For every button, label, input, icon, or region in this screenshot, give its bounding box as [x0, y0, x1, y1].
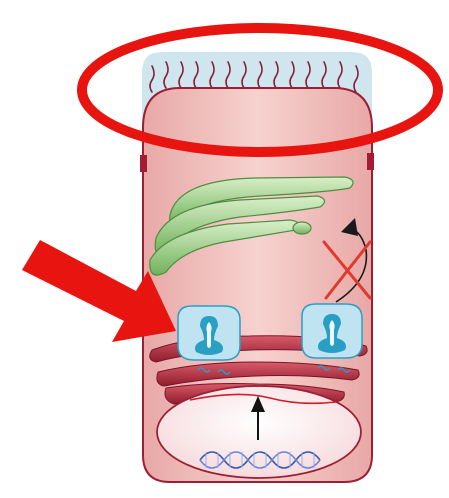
ribosome-right — [302, 304, 362, 358]
junction-right — [367, 153, 374, 170]
ribosome-left — [178, 306, 240, 360]
junction-left — [140, 155, 147, 172]
